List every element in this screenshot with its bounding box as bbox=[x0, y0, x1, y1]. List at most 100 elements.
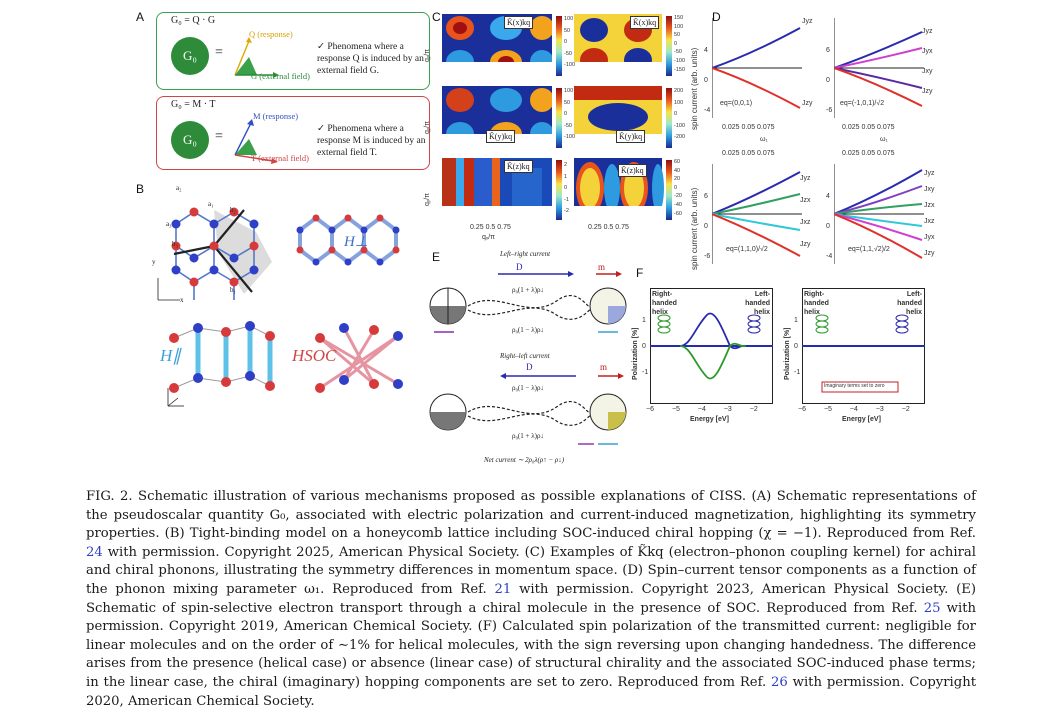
colorbar-left-2 bbox=[556, 88, 562, 148]
a2-label: a₂ bbox=[176, 184, 182, 192]
k-label-y-achiral: K̃(y)kq bbox=[486, 130, 516, 143]
f-right-handed-right: Right-handed helix bbox=[804, 291, 829, 316]
honeycomb-lattice-diagram bbox=[157, 207, 272, 301]
d-xlabel-a: ω₁ bbox=[760, 136, 768, 143]
c-ylabel-2: qᵧ/π bbox=[424, 121, 431, 134]
h-par-lattice bbox=[167, 321, 275, 407]
spin-current-plot-c bbox=[712, 164, 802, 264]
bottom-phenomena-text: ✓ Phenomena where a response M is induce… bbox=[317, 124, 426, 158]
spin-current-plot-b bbox=[834, 18, 924, 118]
c-ylabel-1: qᵧ/π bbox=[424, 49, 431, 62]
e-m-label-bottom: m bbox=[600, 362, 608, 372]
e-d-label-top: D bbox=[516, 262, 523, 272]
equals-sign-bottom: = bbox=[215, 129, 223, 144]
top-equation: G₀ = Q · G bbox=[171, 15, 216, 26]
f-imag-note: Imaginary terms set to zero bbox=[824, 383, 885, 389]
b2-label: b₂ bbox=[230, 206, 236, 214]
f-ylabel-right: Polarization [%] bbox=[784, 327, 791, 380]
heatmap-kx-achiral bbox=[442, 14, 552, 62]
f-xlabel-left: Energy [eV] bbox=[690, 416, 729, 423]
c-xticks-right: 0.25 0.5 0.75 bbox=[588, 224, 629, 231]
k-label-x-chiral: K̃(x)kq bbox=[630, 16, 660, 29]
x-axis-label-b: x bbox=[180, 296, 184, 304]
ref-link-24[interactable]: 24 bbox=[86, 544, 103, 560]
e-top-title: Left–right current bbox=[500, 250, 551, 258]
e-transport-top bbox=[429, 271, 627, 333]
k-label-y-chiral: K̃(y)kq bbox=[616, 130, 646, 143]
heatmap-ky-chiral bbox=[574, 86, 662, 134]
spin-current-plot-a bbox=[712, 18, 802, 118]
top-phenomena-text: ✓ Phenomena where a response Q is induce… bbox=[317, 42, 424, 76]
h-soc-lattice bbox=[315, 323, 403, 393]
panel-label-d: D bbox=[712, 10, 721, 24]
d-xlabel-b: ω₁ bbox=[880, 136, 888, 143]
b1-label: b₁ bbox=[230, 286, 236, 294]
e-top-upper-flux: ρ₀(1 + λ)ρ↓ bbox=[512, 286, 544, 294]
heatmap-ky-achiral bbox=[442, 86, 552, 134]
panel-label-c: C bbox=[432, 10, 441, 24]
caption-text-3: with permission. Copyright 2023, America… bbox=[86, 581, 976, 616]
d-xticks-b: 0.025 0.05 0.075 bbox=[842, 124, 895, 131]
equals-sign-top: = bbox=[215, 45, 223, 60]
panel-a-top-box: G₀ = Q · G G₀ = Q (response) G (external… bbox=[156, 12, 430, 90]
d-ylabel-bottom: spin current (arb. units) bbox=[690, 187, 699, 270]
c-xticks-left: 0.25 0.5 0.75 bbox=[470, 224, 511, 231]
top-field-label: G (external field) bbox=[251, 71, 310, 81]
colorbar-left-1 bbox=[556, 16, 562, 76]
polarization-linear-plot bbox=[802, 288, 925, 404]
k-label-z-chiral: K̃(z)kq bbox=[618, 164, 647, 177]
a3-label: a₃ bbox=[166, 220, 172, 228]
caption-text-1: FIG. 2. Schematic illustration of variou… bbox=[86, 489, 976, 542]
colorbar-left-3 bbox=[556, 160, 562, 220]
h-perp-lattice bbox=[296, 214, 400, 266]
figure-caption: FIG. 2. Schematic illustration of variou… bbox=[86, 488, 976, 711]
f-xticks-left: −6 −5 −4 −3 −2 bbox=[646, 406, 758, 413]
e-m-label-top: m bbox=[598, 262, 606, 272]
e-net-current: Net current ∼ 2ρ₀λ(ρ↑ − ρ↓) bbox=[484, 456, 565, 464]
ref-link-25[interactable]: 25 bbox=[923, 600, 941, 616]
a1-label: a₁ bbox=[208, 200, 214, 208]
panel-label-a: A bbox=[136, 10, 145, 24]
panel-label-b: B bbox=[136, 182, 145, 196]
top-response-label: Q (response) bbox=[249, 29, 293, 39]
d-eq-c: eq=(1,1,0)/√2 bbox=[726, 246, 768, 253]
heatmap-kz-achiral bbox=[442, 158, 552, 206]
f-xlabel-right: Energy [eV] bbox=[842, 416, 881, 423]
d-eq-b: eq=(-1,0,1)/√2 bbox=[840, 100, 885, 107]
g0-circle-top: G₀ bbox=[171, 37, 209, 75]
c-ylabel-3: qᵧ/π bbox=[424, 193, 431, 206]
ref-link-26[interactable]: 26 bbox=[771, 674, 788, 690]
k-label-x-achiral: K̃(x)kq bbox=[504, 16, 534, 29]
bottom-field-label: T (external field) bbox=[251, 153, 309, 163]
e-bottom-title: Right–left current bbox=[500, 352, 550, 360]
k-label-z-achiral: K̃(z)kq bbox=[504, 160, 533, 173]
panel-label-e: E bbox=[432, 250, 441, 264]
c-xlabel: qₓ/π bbox=[482, 234, 495, 241]
f-xticks-right: −6 −5 −4 −3 −2 bbox=[798, 406, 910, 413]
d-eq-d: eq=(1,1,√2)/2 bbox=[848, 246, 890, 253]
e-transport-bottom bbox=[429, 373, 627, 445]
caption-text-5: with permission. Copyright 2020, America… bbox=[86, 674, 976, 709]
ref-link-21[interactable]: 21 bbox=[494, 581, 512, 597]
d-xticks-d-top: 0.025 0.05 0.075 bbox=[842, 150, 895, 157]
y-axis-label-b: y bbox=[152, 258, 156, 266]
h-perp-label: H⊥ bbox=[344, 234, 368, 250]
e-bottom-upper-flux: ρ₀(1 − λ)ρ↓ bbox=[512, 384, 544, 392]
d-label-a-2: Jzy bbox=[802, 100, 813, 107]
vector-diagram-bottom bbox=[234, 119, 278, 164]
f-right-handed-left: Right-handed helix bbox=[652, 291, 677, 316]
bottom-equation: G₀ = M · T bbox=[171, 99, 216, 110]
colorbar-right-3 bbox=[666, 160, 672, 220]
